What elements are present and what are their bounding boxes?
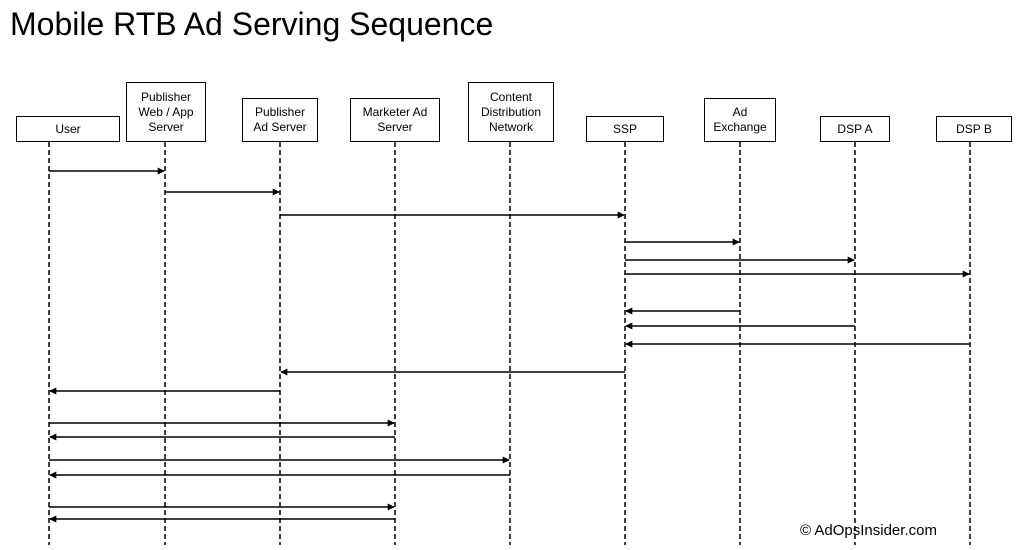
diagram-title: Mobile RTB Ad Serving Sequence (10, 6, 494, 42)
participant-dsp-b: DSP B (936, 116, 1012, 142)
participant-marketer-ad-server: Marketer Ad Server (350, 98, 440, 142)
participant-dsp-a: DSP A (820, 116, 890, 142)
participant-publisher-web-app-server: Publisher Web / App Server (126, 82, 206, 142)
participant-publisher-ad-server: Publisher Ad Server (242, 98, 318, 142)
copyright-footer: © AdOpsInsider.com (800, 522, 937, 539)
participant-ad-exchange: Ad Exchange (704, 98, 776, 142)
participant-ssp: SSP (586, 116, 664, 142)
participant-content-distribution-network: Content Distribution Network (468, 82, 554, 142)
messages (49, 167, 970, 523)
participant-user: User (16, 116, 120, 142)
